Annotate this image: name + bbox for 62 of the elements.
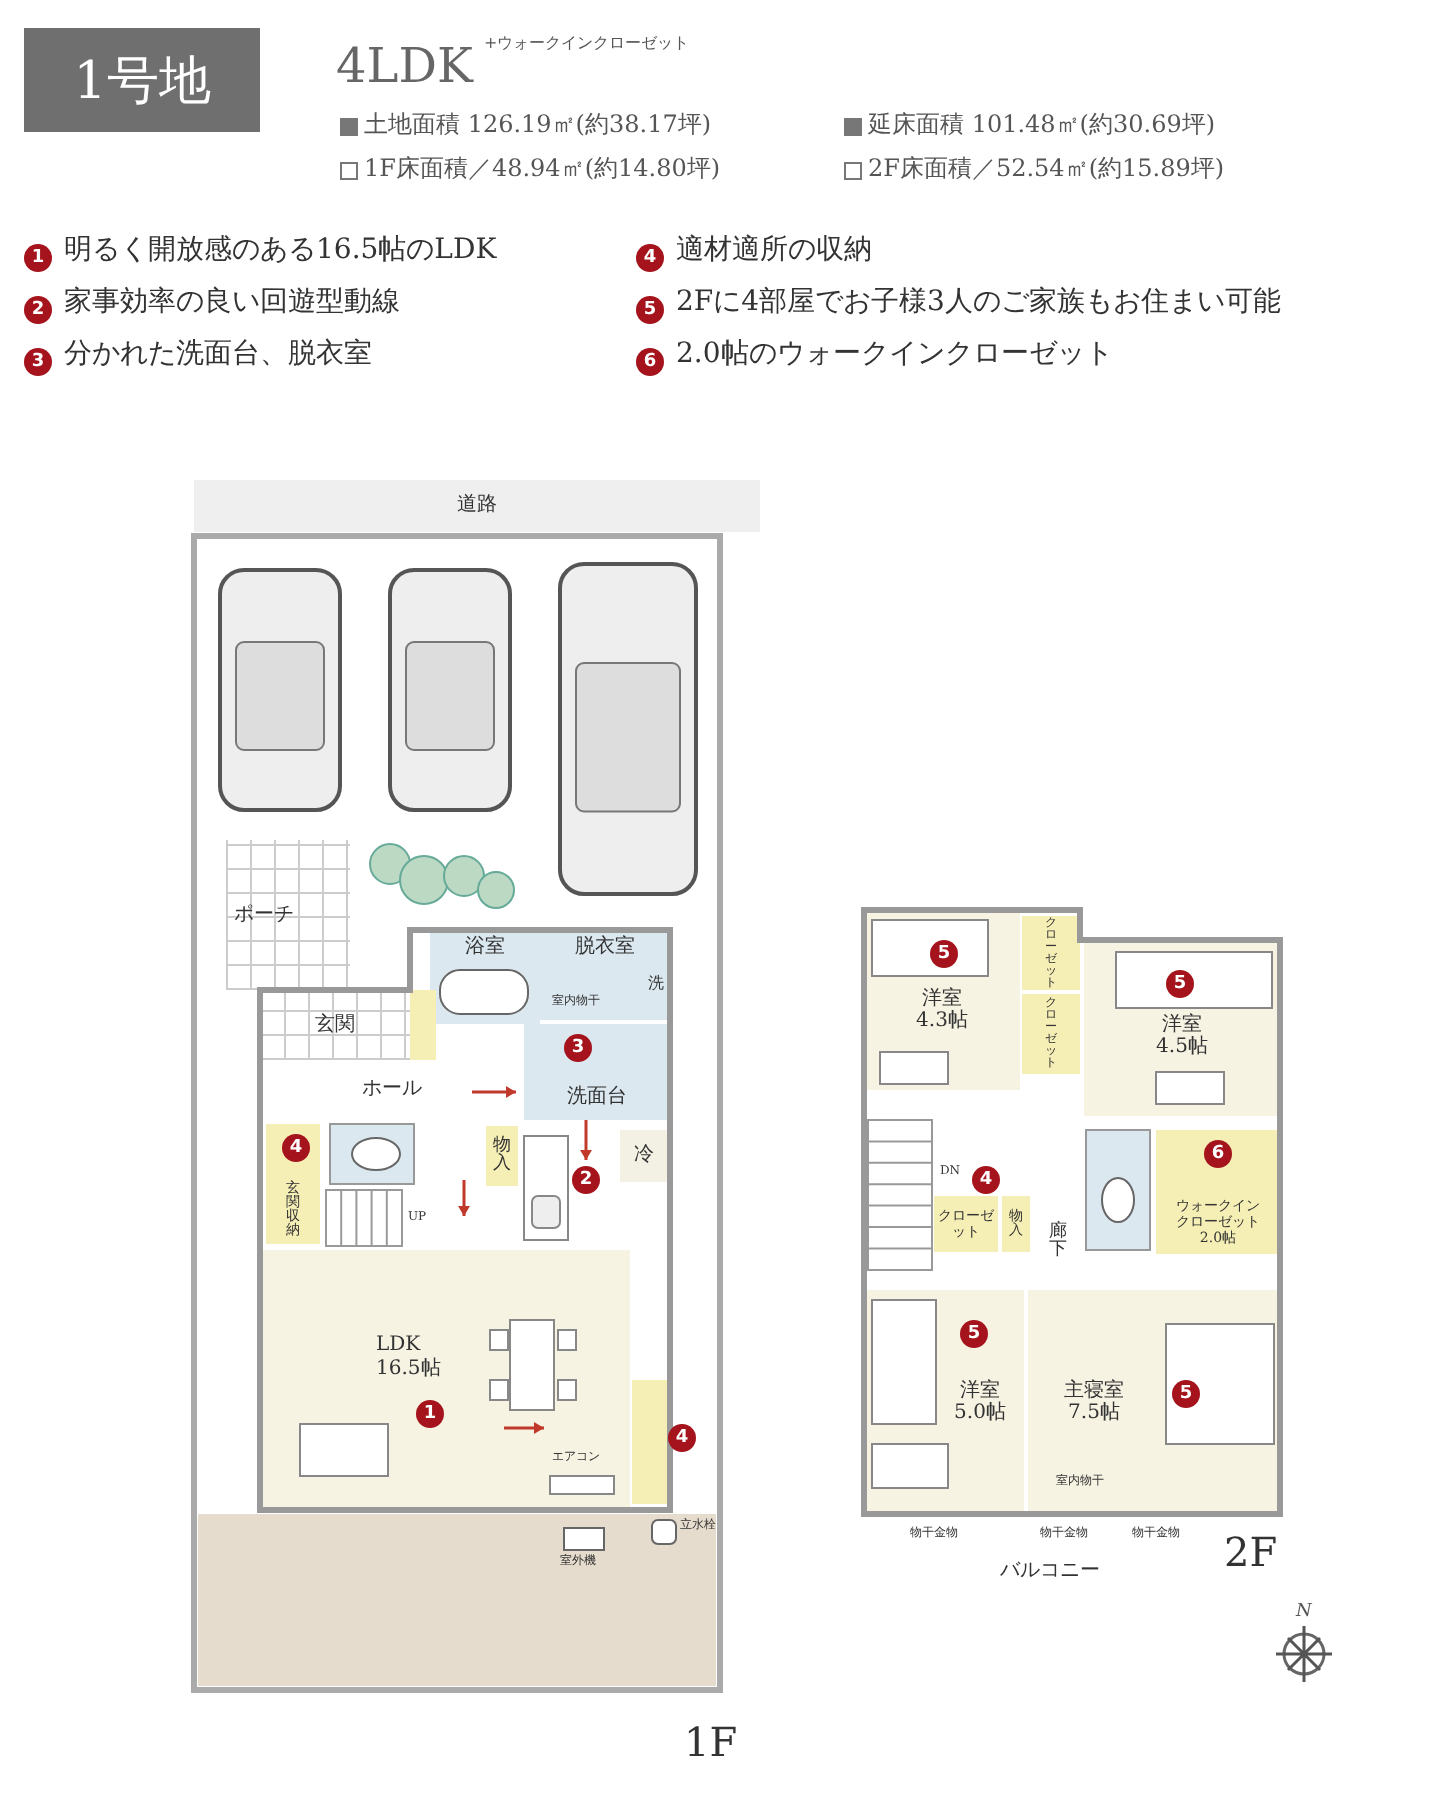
room-label: LDK (376, 1334, 421, 1357)
area-spec-text: 延床面積 101.48㎡(約30.69坪) (868, 112, 1216, 139)
room-label: 洗面台 (567, 1085, 627, 1108)
feature-text: 明るく開放感のある16.5帖のLDK (64, 236, 497, 267)
north-label: N (1296, 1604, 1312, 1624)
floor-label: 1F (684, 1720, 738, 1764)
number-badge: 6 (636, 348, 664, 376)
number-badge: 2 (572, 1166, 600, 1194)
feature-text: 適材適所の収納 (676, 236, 872, 267)
storage-room (1002, 1196, 1030, 1252)
title-banner: 1号地 (24, 28, 260, 132)
room-label: 冷 (634, 1144, 654, 1168)
closet (934, 1196, 998, 1252)
storage-room (486, 1126, 518, 1186)
room-label: 7.5帖 (1068, 1402, 1120, 1425)
feature-text: 分かれた洗面台、脱衣室 (64, 340, 372, 371)
number-badge: 4 (668, 1424, 696, 1452)
dressing-room (540, 930, 670, 1020)
room-label: 4.5帖 (1156, 1036, 1208, 1059)
entrance-area (260, 990, 410, 1060)
room-label: 廊下 (1049, 1223, 1067, 1259)
storage-unit (632, 1380, 668, 1504)
room-label: 4.3帖 (916, 1010, 968, 1033)
closet (1022, 916, 1080, 990)
room-label: 5.0帖 (954, 1402, 1006, 1425)
washbasin-area (524, 1024, 670, 1120)
plan-type-text: 4LDK (336, 40, 473, 93)
room-label: 玄関 (315, 1013, 355, 1037)
plan-type-note: +ウォークインクローゼット (484, 36, 690, 54)
room-label: バルコニー (1000, 1559, 1100, 1582)
plan-label: 洗 (648, 976, 664, 994)
room-label: 主寝室 (1064, 1379, 1124, 1401)
room-label: 道路 (457, 494, 497, 518)
room-label: 浴室 (465, 936, 505, 959)
number-badge: 4 (636, 244, 664, 272)
area-spec-text: 2F床面積／52.54㎡(約15.89坪) (868, 156, 1225, 183)
road-band (194, 480, 760, 532)
room-label: 洋室 (960, 1379, 1000, 1401)
feature-text: 2Fに4部屋でお子様3人のご家族もお住まい可能 (676, 288, 1281, 319)
area-spec-text: 土地面積 126.19㎡(約38.17坪) (364, 112, 712, 139)
feature-text: 家事効率の良い回遊型動線 (64, 288, 400, 319)
room-label: ホール (362, 1078, 422, 1102)
number-badge: 1 (24, 244, 52, 272)
feature-text: 2.0帖のウォークインクローゼット (676, 340, 1113, 371)
closet (1022, 994, 1080, 1074)
floor-label: 2F (1224, 1530, 1278, 1574)
area-spec-text: 1F床面積／48.94㎡(約14.80坪) (364, 156, 721, 183)
porch-area (226, 840, 350, 990)
shoe-storage (410, 990, 436, 1060)
room-label: 16.5帖 (376, 1357, 441, 1380)
room-label: 洋室 (1162, 1013, 1202, 1035)
room-label: 洋室 (922, 987, 962, 1009)
refrigerator-space (620, 1130, 668, 1182)
number-badge: 2 (24, 296, 52, 324)
number-badge: 3 (24, 348, 52, 376)
walk-in-closet (1156, 1130, 1280, 1254)
room-label: 脱衣室 (575, 936, 635, 959)
room-label: 物入 (493, 1138, 511, 1174)
number-badge: 5 (636, 296, 664, 324)
number-badge: 4 (972, 1166, 1000, 1194)
entrance-storage (266, 1124, 320, 1244)
room-label: ポーチ (234, 903, 294, 927)
